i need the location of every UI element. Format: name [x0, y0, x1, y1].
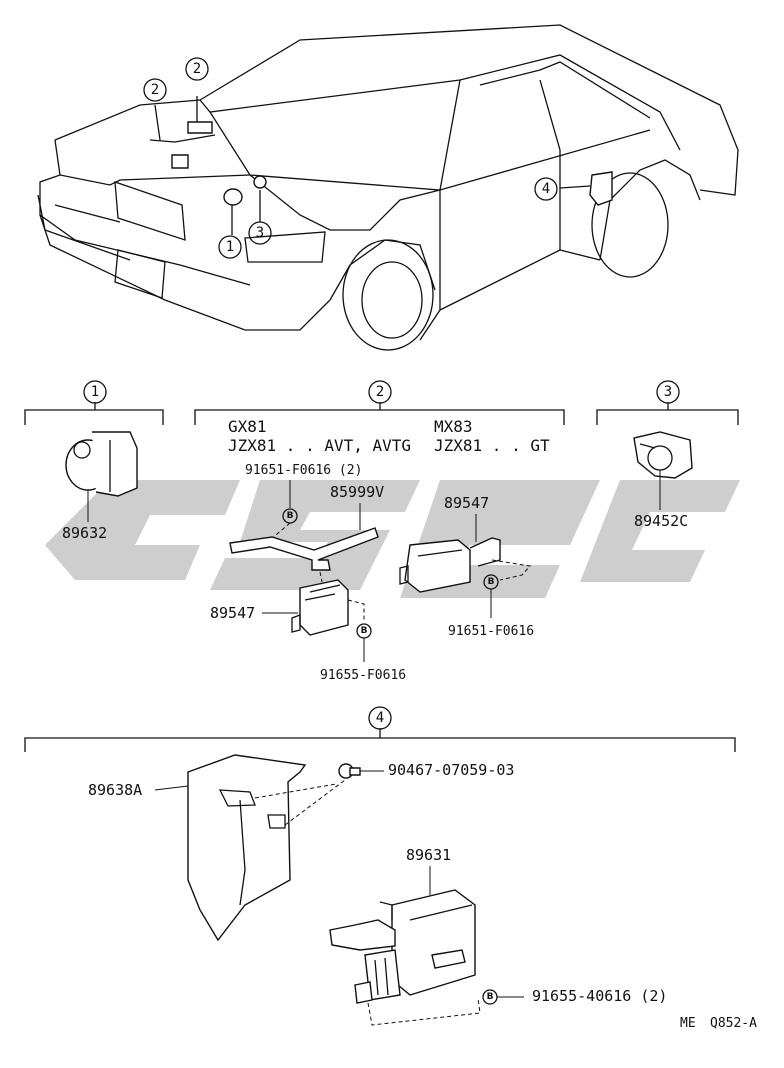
part-label-89632: 89632 [62, 524, 107, 542]
svg-text:B: B [287, 511, 294, 521]
part-89638a-drawing [187, 754, 307, 942]
footer-code-left: ME [680, 1016, 696, 1031]
svg-text:3: 3 [664, 384, 672, 400]
svg-text:B: B [361, 626, 368, 636]
variant-heading-right-2: JZX81 . . GT [434, 436, 550, 455]
car-callout-2a: 2 [143, 78, 167, 102]
variant-heading-right-1: MX83 [434, 417, 473, 436]
part-label-91655-40616-2: 91655-40616 (2) [532, 987, 667, 1005]
part-89452c-drawing [633, 431, 693, 479]
part-89547-left-drawing [291, 579, 349, 636]
part-label-89638a: 89638A [88, 781, 142, 799]
car-callout-1: 1 [218, 235, 242, 259]
part-label-89452c: 89452C [634, 512, 688, 530]
watermark [45, 480, 740, 598]
car-callout-4: 4 [534, 177, 558, 201]
svg-text:2: 2 [193, 61, 201, 77]
part-label-89547-right: 89547 [444, 494, 489, 512]
svg-text:1: 1 [91, 384, 99, 400]
part-label-91655-f0616: 91655-F0616 [320, 668, 406, 683]
part-label-90467-07059-03: 90467-07059-03 [388, 761, 514, 779]
svg-text:2: 2 [376, 384, 384, 400]
car-callout-3: 3 [248, 221, 272, 245]
svg-text:4: 4 [376, 710, 384, 726]
part-label-89631: 89631 [406, 846, 451, 864]
footer-code-right: Q852-A [710, 1016, 757, 1031]
part-89632-drawing [65, 431, 138, 497]
section-4: 4 89638A 90467-07059-03 89631 [24, 706, 736, 1026]
section-1: 1 89632 [24, 380, 164, 542]
section-2: 2 GX81 JZX81 . . AVT, AVTG MX83 JZX81 . … [194, 380, 565, 683]
part-85999v-drawing [229, 527, 379, 571]
svg-text:B: B [487, 992, 494, 1002]
svg-text:3: 3 [256, 225, 264, 241]
part-89547-right-drawing [399, 537, 501, 593]
part-label-91651-f0616: 91651-F0616 [448, 624, 534, 639]
part-89631-drawing [329, 889, 476, 1004]
svg-text:2: 2 [151, 82, 159, 98]
svg-text:4: 4 [542, 181, 550, 197]
variant-heading-left-2: JZX81 . . AVT, AVTG [228, 436, 411, 455]
car-component-markers [149, 96, 613, 235]
svg-text:B: B [488, 577, 495, 587]
section-3: 3 89452C [596, 380, 739, 530]
svg-text:1: 1 [226, 239, 234, 255]
car-outline [37, 24, 739, 351]
variant-heading-left-1: GX81 [228, 417, 267, 436]
car-callout-2b: 2 [185, 57, 209, 81]
part-label-89547-left: 89547 [210, 604, 255, 622]
part-label-91651-f0616-2: 91651-F0616 (2) [245, 463, 362, 478]
part-90467-drawing [338, 763, 361, 779]
part-label-85999v: 85999V [330, 483, 384, 501]
